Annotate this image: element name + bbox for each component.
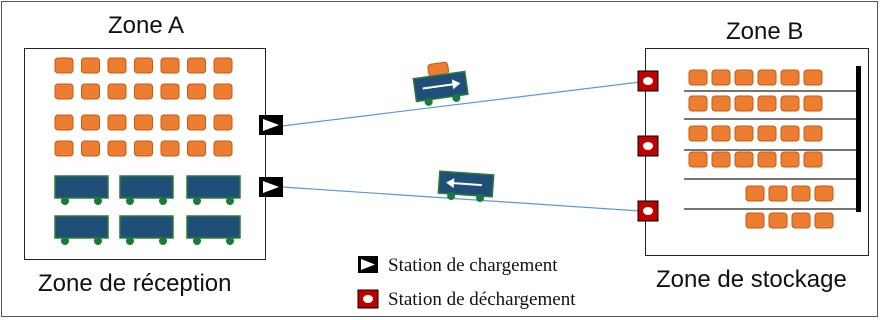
package-icon bbox=[711, 69, 731, 86]
package-icon bbox=[768, 212, 788, 229]
package-icon bbox=[803, 125, 823, 142]
package-icon bbox=[791, 212, 811, 229]
package-icon bbox=[187, 140, 206, 157]
parked-cart bbox=[119, 175, 174, 205]
package-icon bbox=[81, 140, 100, 157]
package-icon bbox=[134, 114, 153, 131]
zone-b-caption: Zone de stockage bbox=[656, 266, 847, 293]
package-icon bbox=[213, 140, 233, 157]
legend-loading-label: Station de chargement bbox=[388, 255, 558, 276]
package-icon bbox=[768, 185, 788, 202]
package-icon bbox=[81, 114, 100, 131]
package-icon bbox=[734, 69, 754, 86]
zone-a-title: Zone A bbox=[108, 12, 185, 39]
package-icon bbox=[780, 151, 800, 168]
package-icon bbox=[734, 151, 754, 168]
package-icon bbox=[54, 140, 74, 157]
package-icon bbox=[688, 69, 708, 86]
package-icon bbox=[803, 151, 823, 168]
zone-a-packages bbox=[54, 57, 233, 157]
unloading-station-bottom bbox=[637, 200, 659, 222]
arrow-right-icon bbox=[451, 79, 461, 90]
package-icon bbox=[814, 185, 834, 202]
moving-cart-empty bbox=[437, 170, 495, 203]
legend-unloading-icon bbox=[357, 289, 379, 309]
zone-b-shelves bbox=[684, 66, 861, 229]
unloading-station-middle bbox=[637, 135, 659, 157]
package-icon bbox=[134, 57, 153, 74]
package-icon bbox=[803, 95, 823, 112]
unloading-station-top bbox=[637, 70, 659, 92]
package-icon bbox=[81, 83, 100, 100]
arrow-left-icon bbox=[446, 178, 455, 189]
parked-cart bbox=[54, 175, 109, 205]
package-icon bbox=[803, 69, 823, 86]
package-icon bbox=[791, 185, 811, 202]
loading-station-lower bbox=[259, 177, 283, 197]
package-icon bbox=[688, 95, 708, 112]
package-icon bbox=[160, 83, 180, 100]
package-icon bbox=[780, 69, 800, 86]
package-icon bbox=[81, 57, 100, 74]
package-icon bbox=[734, 125, 754, 142]
package-icon bbox=[757, 95, 777, 112]
shelf-post bbox=[856, 66, 861, 212]
package-icon bbox=[734, 95, 754, 112]
legend-loading-icon bbox=[358, 256, 378, 273]
package-icon bbox=[688, 151, 708, 168]
package-icon bbox=[187, 57, 206, 74]
package-icon bbox=[213, 114, 233, 131]
package-icon bbox=[757, 151, 777, 168]
moving-cart-loaded bbox=[412, 61, 469, 106]
package-icon bbox=[160, 140, 180, 157]
package-icon bbox=[711, 125, 731, 142]
package-icon bbox=[187, 114, 206, 131]
package-icon bbox=[160, 114, 180, 131]
package-icon bbox=[134, 83, 153, 100]
package-icon bbox=[107, 83, 127, 100]
package-icon bbox=[711, 95, 731, 112]
parked-cart bbox=[54, 215, 109, 245]
package-icon bbox=[213, 57, 233, 74]
package-icon bbox=[160, 57, 180, 74]
zone-a-carts bbox=[54, 175, 241, 245]
package-icon bbox=[54, 57, 74, 74]
zone-a-caption: Zone de réception bbox=[38, 270, 232, 297]
package-icon bbox=[688, 125, 708, 142]
package-icon bbox=[107, 114, 127, 131]
package-icon bbox=[745, 185, 765, 202]
path-upper bbox=[281, 81, 641, 127]
legend-unloading-label: Station de déchargement bbox=[388, 289, 576, 310]
package-icon bbox=[780, 125, 800, 142]
package-icon bbox=[134, 140, 153, 157]
package-icon bbox=[757, 69, 777, 86]
package-icon bbox=[213, 83, 233, 100]
parked-cart bbox=[186, 175, 241, 205]
loading-station-upper bbox=[259, 115, 283, 135]
package-icon bbox=[187, 83, 206, 100]
package-icon bbox=[780, 95, 800, 112]
package-icon bbox=[54, 83, 74, 100]
zone-b-title: Zone B bbox=[726, 18, 804, 45]
package-icon bbox=[757, 125, 777, 142]
package-icon bbox=[745, 212, 765, 229]
package-icon bbox=[711, 151, 731, 168]
package-icon bbox=[107, 140, 127, 157]
parked-cart bbox=[186, 215, 241, 245]
parked-cart bbox=[119, 215, 174, 245]
package-icon bbox=[54, 114, 74, 131]
path-lower bbox=[281, 186, 641, 212]
package-icon bbox=[814, 212, 834, 229]
package-icon bbox=[107, 57, 127, 74]
